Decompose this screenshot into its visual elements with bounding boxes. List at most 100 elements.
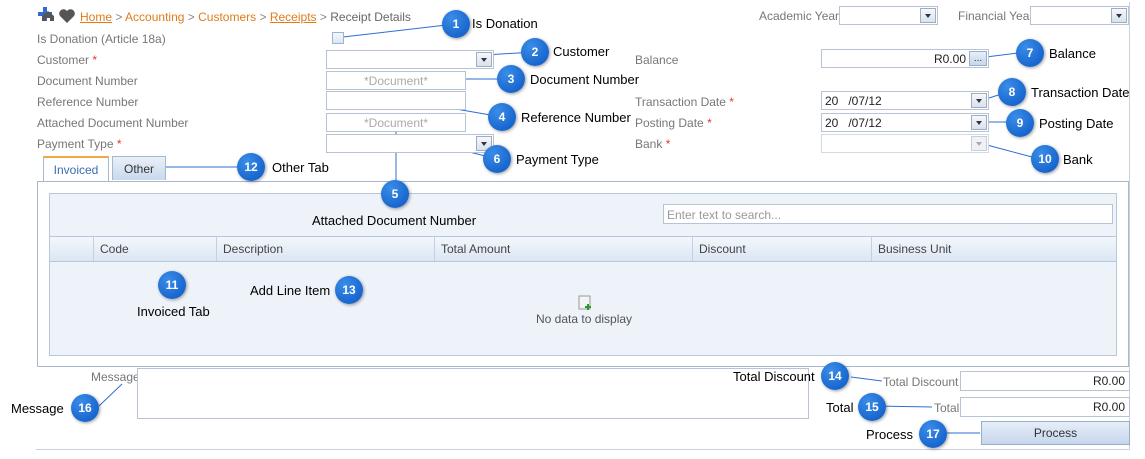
payment-type-label: Payment Type * bbox=[37, 137, 122, 151]
transaction-date-label-text: Transaction Date bbox=[635, 95, 726, 109]
balance-value: R0.00 bbox=[933, 52, 966, 66]
total-value: R0.00 bbox=[1092, 400, 1125, 414]
callout-badge-10: 10 bbox=[1031, 145, 1059, 173]
document-number-placeholder: *Document* bbox=[363, 74, 429, 88]
balance-lookup-button[interactable]: ... bbox=[969, 51, 987, 66]
posting-date-label: Posting Date * bbox=[635, 116, 712, 130]
callout-badge-5: 5 bbox=[381, 180, 409, 208]
attached-document-number-input[interactable]: *Document* bbox=[326, 113, 466, 132]
tab-invoiced[interactable]: Invoiced bbox=[43, 156, 109, 182]
grid-header: Code Description Total Amount Discount B… bbox=[50, 236, 1116, 262]
callout-label-13: Add Line Item bbox=[250, 283, 331, 298]
is-donation-label: Is Donation (Article 18a) bbox=[37, 32, 166, 46]
add-line-item-icon[interactable] bbox=[578, 295, 592, 310]
customer-select[interactable] bbox=[326, 50, 494, 69]
grid-empty-text: No data to display bbox=[536, 312, 633, 326]
posting-date-picker[interactable]: 20 /07/12 bbox=[821, 113, 989, 132]
attached-document-number-label: Attached Document Number bbox=[37, 116, 189, 130]
grid-column-discount[interactable]: Discount bbox=[692, 237, 871, 261]
academic-year-label: Academic Year bbox=[759, 9, 840, 23]
balance-label: Balance bbox=[635, 53, 679, 67]
callout-label-15: Total bbox=[826, 400, 854, 415]
breadcrumb-separator: > bbox=[259, 10, 267, 24]
callout-label-3: Document Number bbox=[530, 72, 640, 87]
tab-other[interactable]: Other bbox=[112, 156, 166, 180]
favorite-heart-icon[interactable] bbox=[58, 8, 76, 24]
callout-label-2: Customer bbox=[553, 44, 610, 59]
dropdown-arrow-icon[interactable] bbox=[971, 115, 987, 130]
callout-badge-9: 9 bbox=[1006, 109, 1034, 137]
attached-document-placeholder: *Document* bbox=[363, 116, 429, 130]
transaction-date-picker[interactable]: 20 /07/12 bbox=[821, 91, 989, 110]
total-field: R0.00 bbox=[960, 397, 1130, 417]
breadcrumb-separator: > bbox=[115, 10, 123, 24]
customer-label-text: Customer bbox=[37, 53, 90, 67]
callout-label-8: Transaction Date bbox=[1031, 85, 1130, 100]
total-discount-label: Total Discount bbox=[883, 375, 959, 389]
breadcrumb-separator: > bbox=[319, 10, 327, 24]
reference-number-input[interactable] bbox=[326, 91, 466, 110]
document-number-label: Document Number bbox=[37, 74, 138, 88]
breadcrumb: Home > Accounting > Customers > Receipts… bbox=[80, 10, 411, 24]
callout-label-7: Balance bbox=[1049, 46, 1096, 61]
process-button[interactable]: Process bbox=[981, 421, 1130, 445]
callout-badge-13: 13 bbox=[335, 276, 363, 304]
dropdown-arrow-icon[interactable] bbox=[476, 52, 492, 67]
callout-label-1: Is Donation bbox=[472, 16, 538, 31]
breadcrumb-separator: > bbox=[187, 10, 195, 24]
dropdown-arrow-icon[interactable] bbox=[971, 93, 987, 108]
dropdown-arrow-icon[interactable] bbox=[1111, 8, 1127, 23]
tab-invoiced-label: Invoiced bbox=[53, 163, 99, 177]
financial-year-select[interactable] bbox=[1030, 6, 1129, 25]
customer-label: Customer * bbox=[37, 53, 97, 67]
callout-badge-6: 6 bbox=[483, 145, 511, 173]
callout-badge-1: 1 bbox=[442, 10, 470, 38]
dropdown-arrow-icon bbox=[971, 136, 987, 151]
required-mark: * bbox=[665, 137, 671, 151]
grid-column-business-unit[interactable]: Business Unit bbox=[871, 237, 1116, 261]
callout-label-17: Process bbox=[866, 427, 913, 442]
breadcrumb-home[interactable]: Home bbox=[80, 10, 113, 24]
callout-label-14: Total Discount bbox=[733, 369, 815, 384]
message-label: Message bbox=[91, 370, 140, 384]
callout-badge-14: 14 bbox=[821, 362, 849, 390]
required-mark: * bbox=[729, 95, 734, 109]
document-number-input[interactable]: *Document* bbox=[326, 71, 466, 90]
home-icon[interactable] bbox=[41, 10, 55, 22]
is-donation-checkbox[interactable] bbox=[332, 32, 344, 44]
dropdown-arrow-icon[interactable] bbox=[920, 8, 936, 23]
callout-label-10: Bank bbox=[1063, 152, 1093, 167]
message-textarea[interactable] bbox=[137, 368, 809, 419]
transaction-date-label: Transaction Date * bbox=[635, 95, 734, 109]
callout-badge-8: 8 bbox=[998, 78, 1026, 106]
callout-badge-2: 2 bbox=[521, 38, 549, 66]
page-frame bbox=[36, 2, 1130, 450]
callout-badge-12: 12 bbox=[237, 153, 265, 181]
posting-date-value: 20 /07/12 bbox=[825, 116, 882, 130]
callout-label-9: Posting Date bbox=[1039, 116, 1114, 131]
grid-column-code[interactable]: Code bbox=[93, 237, 217, 261]
callout-label-5: Attached Document Number bbox=[312, 213, 477, 228]
payment-type-select[interactable] bbox=[326, 134, 494, 153]
academic-year-select[interactable] bbox=[839, 6, 938, 25]
transaction-date-value: 20 /07/12 bbox=[825, 94, 882, 108]
grid-search-input[interactable]: Enter text to search... bbox=[663, 204, 1113, 224]
breadcrumb-receipts[interactable]: Receipts bbox=[269, 10, 317, 24]
callout-badge-17: 17 bbox=[919, 420, 947, 448]
balance-field: R0.00 ... bbox=[821, 49, 989, 68]
bank-select[interactable] bbox=[821, 134, 989, 153]
financial-year-label: Financial Year bbox=[958, 9, 1034, 23]
grid-column-total-amount[interactable]: Total Amount bbox=[434, 237, 692, 261]
payment-type-label-text: Payment Type bbox=[37, 137, 114, 151]
grid-column-description[interactable]: Description bbox=[216, 237, 434, 261]
breadcrumb-accounting[interactable]: Accounting bbox=[125, 10, 185, 24]
posting-date-label-text: Posting Date bbox=[635, 116, 704, 130]
breadcrumb-customers[interactable]: Customers bbox=[198, 10, 257, 24]
callout-label-16: Message bbox=[11, 401, 64, 416]
callout-badge-4: 4 bbox=[488, 103, 516, 131]
callout-badge-16: 16 bbox=[71, 394, 99, 422]
bank-label: Bank * bbox=[635, 137, 670, 151]
grid-search-placeholder: Enter text to search... bbox=[667, 208, 782, 222]
callout-label-4: Reference Number bbox=[521, 110, 631, 125]
required-mark: * bbox=[707, 116, 712, 130]
